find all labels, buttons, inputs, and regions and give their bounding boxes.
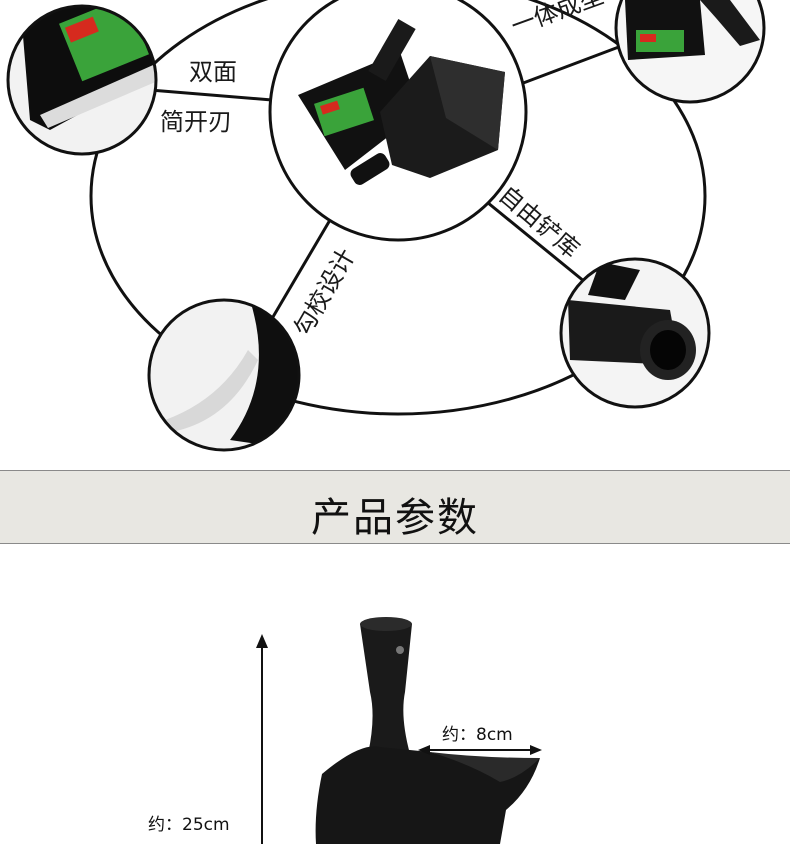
closeup-socket (561, 259, 709, 407)
label-double-edge-line2: 简开刃 (160, 108, 232, 136)
closeup-one-piece (616, 0, 764, 102)
connector-bottom-left (268, 219, 332, 323)
connector-bottom-right (481, 196, 586, 284)
dimension-diagram (256, 617, 542, 844)
height-arrow-head (256, 634, 268, 648)
shovel-image (315, 617, 540, 844)
height-label: 约：25cm (148, 815, 230, 835)
feature-diagram (6, 0, 766, 452)
connector-top-right (509, 40, 633, 90)
section-banner: 产品参数 (0, 470, 790, 544)
label-double-edge-line1: 双面 (189, 58, 237, 86)
center-product-image (270, 0, 526, 240)
section-title: 产品参数 (311, 495, 479, 541)
connector-left (149, 88, 273, 102)
width-arrow-right (530, 745, 542, 755)
closeup-hook (149, 300, 299, 450)
width-arrow-left (418, 745, 430, 755)
closeup-blade-edge (8, 6, 156, 154)
outer-ring (89, 0, 707, 416)
product-tag (314, 87, 374, 137)
width-label: 约：8cm (442, 725, 513, 745)
